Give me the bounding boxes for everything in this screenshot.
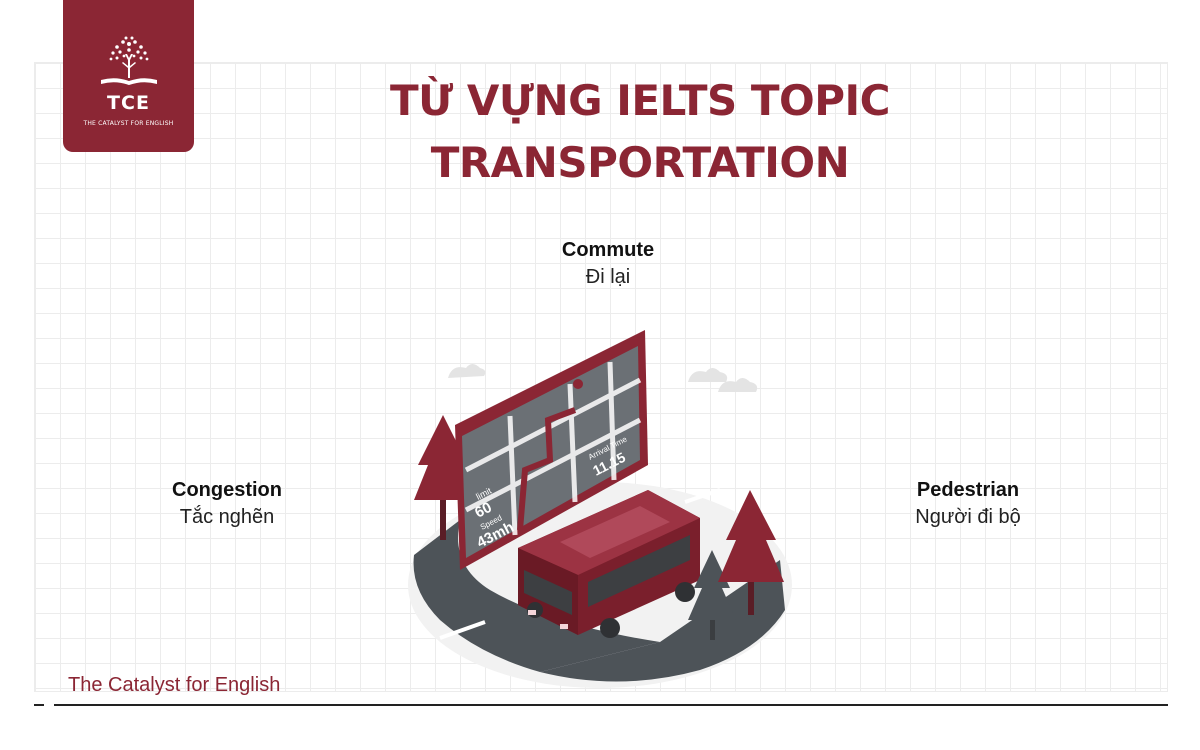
tree-book-icon xyxy=(100,36,157,85)
road-marking xyxy=(439,620,486,640)
road xyxy=(413,520,660,672)
road-marking xyxy=(684,488,721,504)
term-pedestrian: Pedestrian Người đi bộ xyxy=(868,477,1068,531)
navigation-screen: limit 60 Speed 43mh Arrival Time 11.15 xyxy=(455,330,648,570)
term-pedestrian-vietnamese: Người đi bộ xyxy=(915,506,1021,528)
wheel xyxy=(600,618,620,638)
term-congestion-english: Congestion xyxy=(172,479,282,501)
term-commute: Commute Đi lại xyxy=(508,237,708,291)
limit-value: 60 xyxy=(472,499,495,522)
bus xyxy=(518,490,700,638)
tree-right-red xyxy=(718,490,784,615)
road-2 xyxy=(540,560,785,682)
term-commute-vietnamese: Đi lại xyxy=(585,266,631,288)
location-pin-icon xyxy=(573,379,583,389)
transport-illustration: limit 60 Speed 43mh Arrival Time 11.15 xyxy=(408,330,792,688)
term-congestion-vietnamese: Tắc nghẽn xyxy=(179,506,275,528)
logo-text: TCE xyxy=(107,92,150,114)
term-pedestrian-english: Pedestrian xyxy=(916,479,1020,501)
term-commute-english: Commute xyxy=(561,239,655,261)
cloud-icon xyxy=(448,364,486,378)
brand-logo: TCE THE CATALYST FOR ENGLISH xyxy=(63,0,194,152)
tree-right-dark xyxy=(688,550,736,640)
footer-brand-name: The Catalyst for English xyxy=(68,674,281,696)
wheel xyxy=(675,582,695,602)
footer-divider xyxy=(54,704,1168,706)
term-congestion: Congestion Tắc nghẽn xyxy=(127,477,327,531)
logo-tagline: THE CATALYST FOR ENGLISH xyxy=(83,120,174,127)
title-line-2: TRANSPORTATION xyxy=(430,138,850,187)
title-line-1: TỪ VỰNG IELTS TOPIC xyxy=(390,76,890,125)
cloud-icon xyxy=(718,378,758,392)
page-title: TỪ VỰNG IELTS TOPIC TRANSPORTATION xyxy=(340,70,940,194)
cloud-icon xyxy=(688,368,728,382)
footer-dash xyxy=(34,704,44,706)
